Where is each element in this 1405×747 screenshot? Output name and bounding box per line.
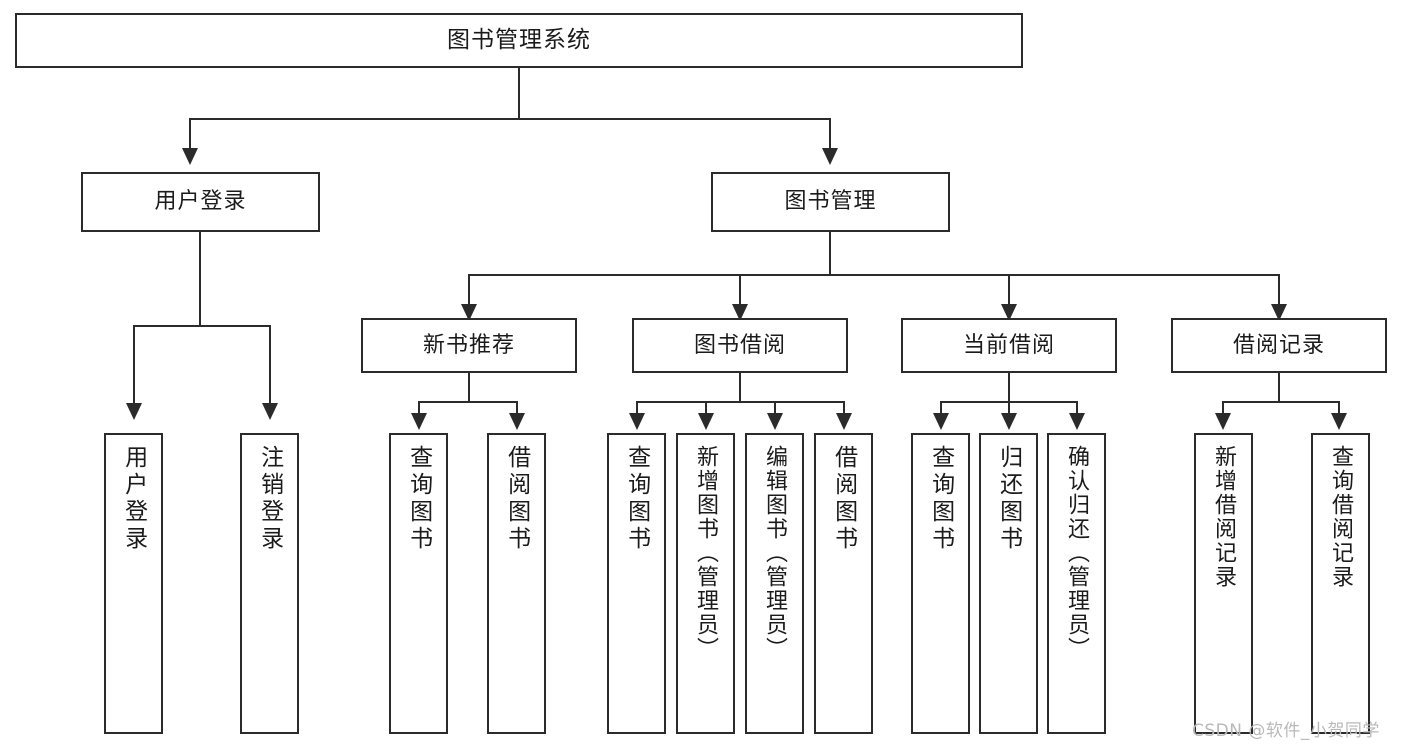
node-book-management[interactable]: 图书管理	[711, 172, 950, 232]
connector-drop-bb-1	[636, 401, 638, 415]
leaf-cb-confirm-return-admin[interactable]: 确认归还（管理员）	[1047, 433, 1106, 734]
leaf-nbr-query-book[interactable]: 查询图书	[389, 433, 448, 734]
connector-drop-br-2	[1338, 401, 1340, 415]
node-root-book-management-system[interactable]: 图书管理系统	[15, 13, 1023, 68]
connector-drop-user-login	[189, 118, 191, 150]
node-user-login[interactable]: 用户登录	[81, 172, 320, 232]
node-label: 新增借阅记录	[1211, 445, 1237, 589]
connector-book-management-stem	[829, 232, 831, 274]
connector-user-login-stem	[199, 232, 201, 325]
leaf-bb-edit-book-admin[interactable]: 编辑图书（管理员）	[745, 433, 804, 734]
node-label: 查询图书	[623, 445, 650, 553]
connector-root-bus	[189, 118, 831, 120]
leaf-nbr-borrow-book[interactable]: 借阅图书	[487, 433, 546, 734]
node-label: 借阅图书	[830, 445, 857, 553]
connector-book-borrow-bus	[636, 401, 844, 403]
arrowhead-book-management	[822, 148, 838, 165]
leaf-cb-query-book[interactable]: 查询图书	[911, 433, 970, 734]
node-label: 查询图书	[405, 445, 432, 553]
arrowhead-br-1	[1215, 413, 1231, 430]
connector-drop-borrow-record	[1278, 274, 1280, 306]
arrowhead-cb-2	[1001, 413, 1017, 430]
node-label: 图书管理系统	[447, 26, 591, 53]
arrowhead-leaf-logout	[262, 403, 278, 420]
node-label: 注销登录	[256, 445, 283, 553]
arrowhead-new-book-recommend	[461, 304, 477, 321]
connector-drop-bb-4	[843, 401, 845, 415]
arrowhead-nbr-1	[411, 413, 427, 430]
connector-drop-new-book-recommend	[468, 274, 470, 306]
connector-root-stem	[518, 68, 520, 118]
leaf-user-login[interactable]: 用户登录	[104, 433, 163, 734]
leaf-cb-return-book[interactable]: 归还图书	[979, 433, 1038, 734]
connector-current-borrow-stem	[1008, 373, 1010, 401]
node-label: 图书管理	[784, 189, 877, 215]
connector-drop-book-borrow	[739, 274, 741, 306]
arrowhead-current-borrow	[1001, 304, 1017, 321]
node-label: 新增图书（管理员）	[693, 445, 719, 661]
arrowhead-bb-4	[836, 413, 852, 430]
connector-borrow-record-stem	[1278, 373, 1280, 401]
connector-drop-bb-2	[705, 401, 707, 415]
connector-drop-nbr-2	[516, 401, 518, 415]
leaf-bb-borrow-book[interactable]: 借阅图书	[814, 433, 873, 734]
node-label: 编辑图书（管理员）	[762, 445, 788, 661]
node-label: 新书推荐	[422, 332, 515, 358]
node-label: 归还图书	[995, 445, 1022, 553]
node-label: 图书借阅	[693, 332, 786, 358]
arrowhead-nbr-2	[509, 413, 525, 430]
node-label: 查询图书	[927, 445, 954, 553]
node-label: 用户登录	[154, 189, 247, 215]
connector-new-book-recommend-bus	[418, 401, 518, 403]
connector-drop-nbr-1	[418, 401, 420, 415]
node-book-borrow[interactable]: 图书借阅	[632, 318, 848, 373]
arrowhead-bb-3	[767, 413, 783, 430]
arrowhead-book-borrow	[732, 304, 748, 321]
arrowhead-user-login	[182, 148, 198, 165]
node-label: 借阅图书	[503, 445, 530, 553]
node-label: 当前借阅	[962, 332, 1055, 358]
node-label: 确认归还（管理员）	[1064, 445, 1090, 661]
connector-book-borrow-stem	[739, 373, 741, 401]
connector-book-management-bus	[468, 274, 1280, 276]
leaf-bb-query-book[interactable]: 查询图书	[607, 433, 666, 734]
node-label: 查询借阅记录	[1328, 445, 1354, 589]
connector-drop-bb-3	[774, 401, 776, 415]
connector-drop-cb-1	[940, 401, 942, 415]
node-current-borrow[interactable]: 当前借阅	[901, 318, 1117, 373]
arrowhead-borrow-record	[1271, 304, 1287, 321]
node-label: 借阅记录	[1232, 332, 1325, 358]
connector-borrow-record-bus	[1222, 401, 1340, 403]
connector-drop-cb-3	[1076, 401, 1078, 415]
connector-user-login-bus	[133, 325, 270, 327]
leaf-bb-add-book-admin[interactable]: 新增图书（管理员）	[676, 433, 735, 734]
connector-drop-leaf-logout	[269, 325, 271, 405]
connector-drop-book-management	[829, 118, 831, 150]
arrowhead-leaf-user-login	[126, 403, 142, 420]
arrowhead-cb-3	[1069, 413, 1085, 430]
arrowhead-bb-1	[629, 413, 645, 430]
leaf-logout[interactable]: 注销登录	[240, 433, 299, 734]
node-borrow-record[interactable]: 借阅记录	[1171, 318, 1387, 373]
connector-drop-current-borrow	[1008, 274, 1010, 306]
connector-drop-leaf-user-login	[133, 325, 135, 405]
connector-drop-br-1	[1222, 401, 1224, 415]
connector-drop-cb-2	[1008, 401, 1010, 415]
arrowhead-br-2	[1331, 413, 1347, 430]
leaf-br-add-record[interactable]: 新增借阅记录	[1194, 433, 1253, 734]
node-label: 用户登录	[120, 445, 147, 553]
connector-new-book-recommend-stem	[468, 373, 470, 401]
arrowhead-bb-2	[698, 413, 714, 430]
leaf-br-query-record[interactable]: 查询借阅记录	[1311, 433, 1370, 734]
arrowhead-cb-1	[933, 413, 949, 430]
node-new-book-recommend[interactable]: 新书推荐	[361, 318, 577, 373]
